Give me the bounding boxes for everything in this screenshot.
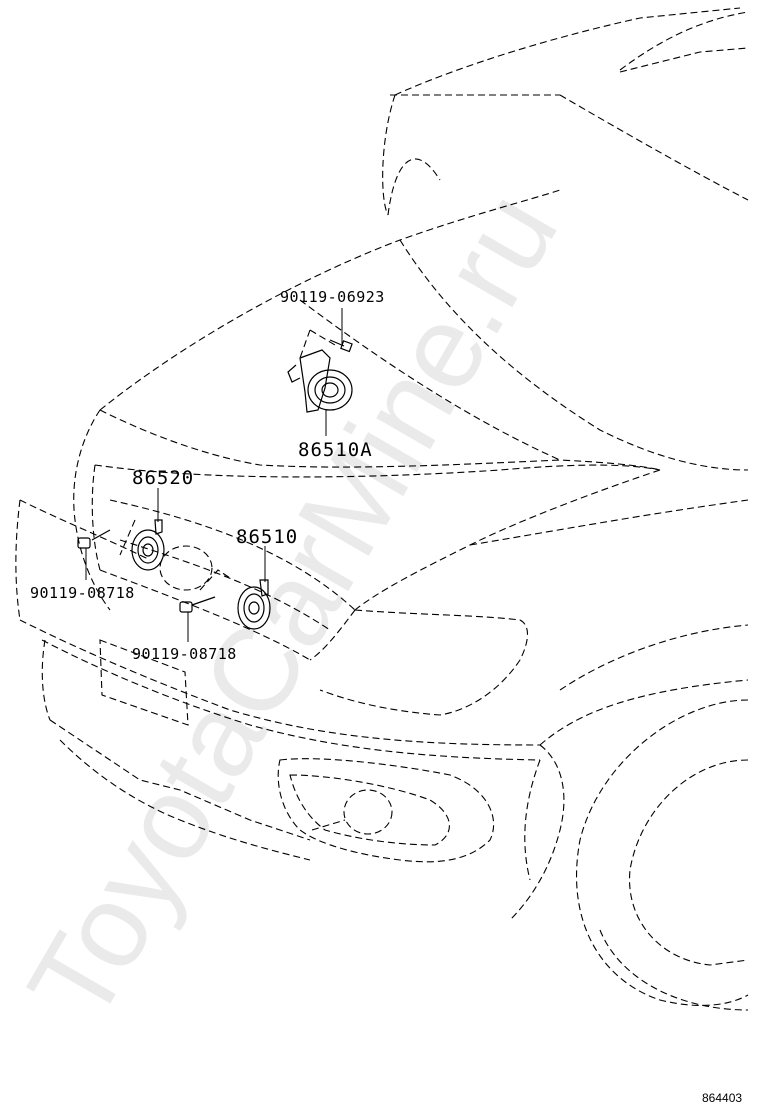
label-86510: 86510 bbox=[236, 526, 298, 548]
horn-86520[interactable] bbox=[131, 519, 165, 571]
bolt-90119-08718-left[interactable] bbox=[77, 529, 111, 549]
label-86520: 86520 bbox=[132, 467, 194, 489]
bolt-90119-06923[interactable] bbox=[329, 339, 353, 353]
label-90119-08718-center: 90119-08718 bbox=[132, 645, 237, 663]
label-90119-08718-left: 90119-08718 bbox=[30, 584, 135, 602]
label-90119-06923: 90119-06923 bbox=[280, 288, 385, 306]
horn-86510A[interactable] bbox=[287, 329, 353, 413]
diagram-code: 864403 bbox=[702, 1091, 742, 1105]
label-86510A: 86510A bbox=[298, 439, 373, 461]
bolt-90119-08718-center[interactable] bbox=[179, 596, 216, 613]
leader-lines bbox=[85, 308, 343, 642]
vehicle-outline bbox=[15, 7, 749, 1011]
